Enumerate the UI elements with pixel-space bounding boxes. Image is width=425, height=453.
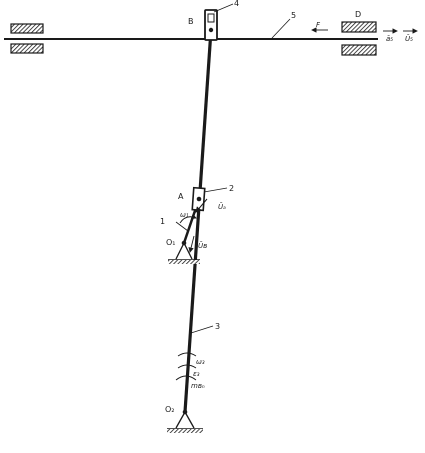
joint-b <box>208 27 214 33</box>
slider-4-inner <box>207 13 215 23</box>
label-5: 5 <box>291 11 296 20</box>
label-o1: O₁ <box>166 238 176 247</box>
leader-1 <box>175 221 189 232</box>
link-3 <box>183 29 213 413</box>
joint-a <box>196 196 202 202</box>
label-d: D <box>355 10 361 19</box>
label-va: Ūₐ <box>218 202 226 211</box>
leader-2 <box>203 187 228 193</box>
label-o2: O₂ <box>165 405 175 414</box>
label-omega-1: ω₁ <box>180 211 189 219</box>
label-moment: mʙₙ <box>191 382 205 390</box>
velocity-a-arrow <box>195 198 208 213</box>
leader-5 <box>271 18 291 39</box>
label-vb: Ūʙ <box>198 241 207 250</box>
label-a5: ā₅ <box>386 35 393 43</box>
epsilon-3-arc <box>177 364 197 369</box>
right-guide-upper <box>341 21 377 33</box>
label-omega-3: ω₃ <box>196 358 205 366</box>
label-2: 2 <box>229 184 234 193</box>
label-4: 4 <box>234 0 239 8</box>
omega-1-arc <box>179 213 197 224</box>
support-o2 <box>167 409 203 433</box>
label-force-f: F <box>316 21 321 29</box>
leader-4 <box>213 3 234 13</box>
leader-3 <box>190 325 214 334</box>
left-guide-upper <box>10 23 44 34</box>
label-b: B <box>188 17 194 26</box>
support-o1 <box>168 240 200 264</box>
label-epsilon-3: ε₃ <box>193 370 200 378</box>
label-3: 3 <box>215 322 220 331</box>
right-guide-lower <box>341 44 377 56</box>
left-guide-lower <box>10 43 44 54</box>
velocity-b-arrow <box>188 235 195 253</box>
omega-3-arc <box>177 352 197 357</box>
label-1: 1 <box>160 217 165 226</box>
label-v5: Ū₅ <box>405 34 413 43</box>
moment-arc <box>175 375 197 381</box>
label-a: A <box>178 192 184 201</box>
